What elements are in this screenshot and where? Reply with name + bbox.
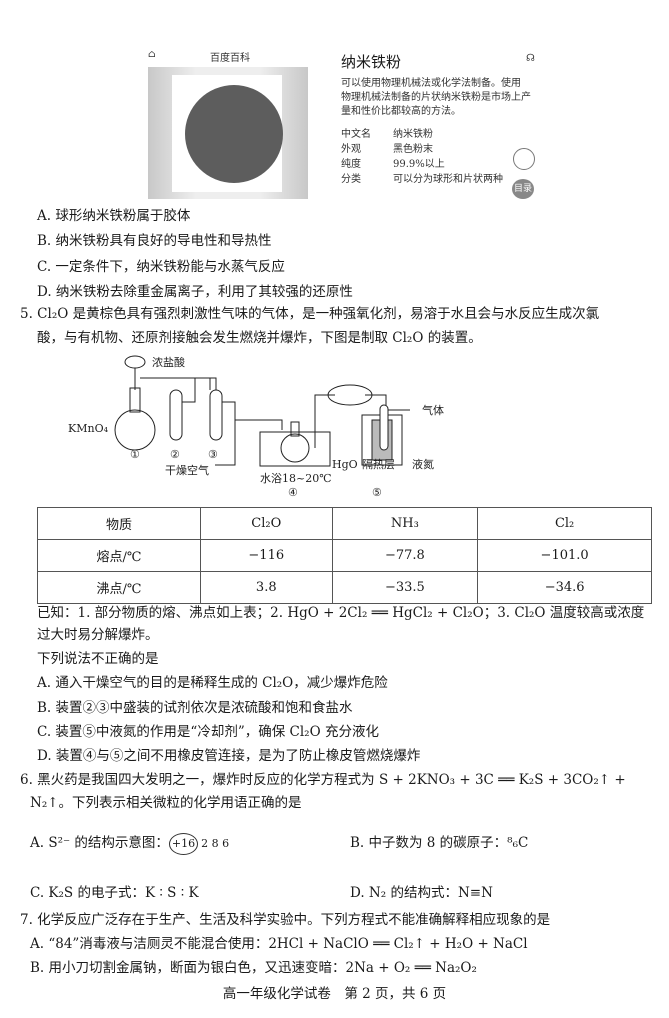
globe-icon [513, 148, 535, 170]
card-desc: 可以使用物理机械法或化学法制备。使用 [341, 78, 521, 89]
field-key: 分类 [341, 174, 361, 185]
q5-known: 过大时易分解爆炸。 [37, 627, 159, 643]
header-cell: NH₃ [331, 507, 479, 540]
field-value: 纳米铁粉 [393, 129, 433, 140]
q5-known: 已知：1. 部分物质的熔、沸点如上表；2. HgO + 2Cl₂ ══ HgCl… [37, 605, 645, 621]
label-hgo: HgO [332, 458, 358, 471]
label-insulation: 隔热层 [362, 458, 395, 471]
label-dry-air: 干燥空气 [165, 463, 209, 477]
label-conc-hcl: 浓盐酸 [152, 355, 185, 369]
q5-option-b: B. 装置②③中盛装的试剂依次是浓硫酸和饱和食盐水 [37, 700, 353, 716]
q6-option-c: C. K₂S 的电子式：K ∶ S ∶ K [30, 885, 199, 901]
field-key: 外观 [341, 144, 361, 155]
label-liquid-nitrogen: 液氮 [412, 457, 434, 471]
card-desc: 量和性价比都较高的方法。 [341, 106, 461, 117]
q5-option-a: A. 通入干燥空气的目的是稀释生成的 Cl₂O，减少爆炸危险 [37, 675, 388, 691]
q6-option-d: D. N₂ 的结构式：N≡N [350, 885, 493, 901]
nucleus: +16 [168, 833, 199, 855]
cell: 熔点/℃ [37, 539, 201, 572]
label-water-bath: 水浴18~20℃ [260, 472, 332, 485]
page-footer: 高一年级化学试卷 第 2 页，共 6 页 [222, 986, 447, 1002]
audio-icon: ☊ [526, 53, 535, 64]
q4-option-d: D. 纳米铁粉去除重金属离子，利用了其较强的还原性 [37, 284, 353, 300]
field-value: 可以分为球形和片状两种 [393, 174, 503, 185]
header-cell: 物质 [37, 507, 201, 540]
home-icon: ⌂ [148, 49, 156, 60]
q7-stem: 7. 化学反应广泛存在于生产、生活及科学实验中。下列方程式不能准确解释相应现象的… [20, 912, 551, 928]
source-label: 百度百科 [210, 53, 250, 64]
label-gas: 气体 [422, 403, 444, 417]
nano-iron-photo [148, 67, 308, 199]
field-value: 黑色粉末 [393, 144, 433, 155]
card-desc: 物理机械法制备的片状纳米铁粉是市场上产 [341, 92, 531, 103]
q4-option-c: C. 一定条件下，纳米铁粉能与水蒸气反应 [37, 259, 285, 275]
label-kmno4: KMnO₄ [68, 422, 109, 435]
table-row: 熔点/℃ −116 −77.8 −101.0 [37, 539, 652, 572]
field-value: 99.9%以上 [393, 159, 445, 170]
field-key: 中文名 [341, 129, 371, 140]
cell: −77.8 [331, 539, 479, 572]
q6-stem: 6. 黑火药是我国四大发明之一，爆炸时反应的化学方程式为 S + 2KNO₃ +… [20, 772, 626, 788]
toc-button[interactable]: 目录 [512, 179, 534, 199]
properties-table: 物质 Cl₂O NH₃ Cl₂ 熔点/℃ −116 −77.8 −101.0 沸… [37, 507, 652, 604]
q6-option-a-text: A. S²⁻ 的结构示意图： [30, 835, 169, 851]
label-2: ② [170, 448, 180, 461]
cell: −33.5 [331, 571, 479, 604]
label-1: ① [130, 448, 140, 461]
q4-option-b: B. 纳米铁粉具有良好的导电性和导热性 [37, 233, 272, 249]
apparatus-diagram: 浓盐酸 KMnO₄ ① ② ③ 干燥空气 水浴18~20℃ HgO 隔热层 液氮… [68, 355, 444, 499]
table-row: 沸点/℃ 3.8 −33.5 −34.6 [37, 571, 652, 604]
q5-stem: 5. Cl₂O 是黄棕色具有强烈刺激性气味的气体，是一种强氧化剂，易溶于水且会与… [20, 306, 600, 322]
table-header-row: 物质 Cl₂O NH₃ Cl₂ [37, 507, 652, 540]
electron-shells: 2 8 6 [201, 837, 230, 850]
cell: −34.6 [477, 571, 652, 604]
label-5: ⑤ [372, 486, 382, 499]
q7-option-b: B. 用小刀切割金属钠，断面为银白色，又迅速变暗：2Na + O₂ ══ Na₂… [30, 960, 477, 976]
cell: −101.0 [477, 539, 652, 572]
q6-option-b: B. 中子数为 8 的碳原子：⁸₆C [350, 835, 529, 851]
label-4: ④ [288, 486, 298, 499]
q6-stem: N₂↑。下列表示相关微粒的化学用语正确的是 [30, 795, 302, 811]
field-key: 纯度 [341, 159, 361, 170]
header-cell: Cl₂ [477, 507, 652, 540]
q4-option-a: A. 球形纳米铁粉属于胶体 [37, 208, 191, 224]
header-cell: Cl₂O [199, 507, 333, 540]
q5-ask: 下列说法不正确的是 [37, 651, 159, 667]
q7-option-a: A. “84”消毒液与洁厕灵不能混合使用：2HCl + NaClO ══ Cl₂… [30, 936, 528, 952]
cell: 沸点/℃ [37, 571, 201, 604]
encyclopedia-screenshot: ⌂ 百度百科 纳米铁粉 ☊ 可以使用物理机械法或化学法制备。使用 物理机械法制备… [148, 45, 540, 200]
q5-option-c: C. 装置⑤中液氮的作用是“冷却剂”，确保 Cl₂O 充分液化 [37, 724, 379, 740]
label-3: ③ [208, 448, 218, 461]
cell: −116 [199, 539, 333, 572]
q5-stem: 酸，与有机物、还原剂接触会发生燃烧并爆炸，下图是制取 Cl₂O 的装置。 [37, 330, 482, 346]
q5-option-d: D. 装置④与⑤之间不用橡皮管连接，是为了防止橡皮管燃烧爆炸 [37, 748, 421, 764]
cell: 3.8 [199, 571, 333, 604]
card-title: 纳米铁粉 [341, 53, 402, 71]
